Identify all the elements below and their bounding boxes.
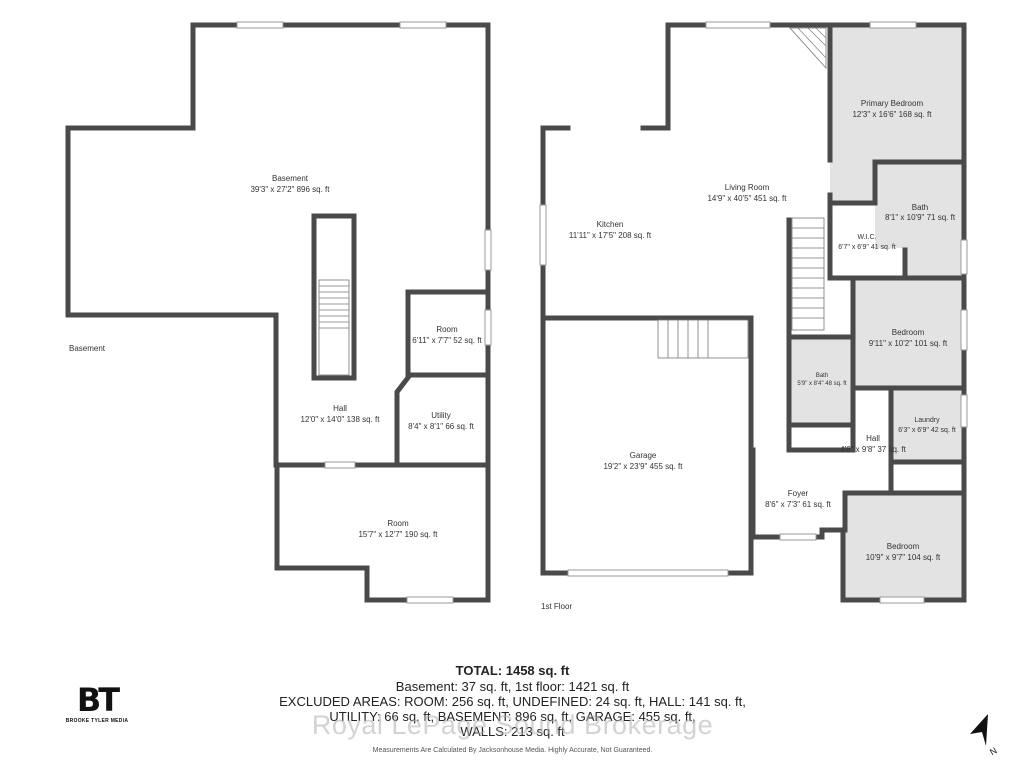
walls-area: WALLS: 213 sq. ft (460, 724, 565, 739)
room-dims: 11'11" x 17'5" 208 sq. ft (569, 231, 652, 240)
basement-walls (65, 22, 491, 603)
watermark: Royal LePage Sound Brokerage (311, 710, 714, 740)
bath-lower-fill (791, 337, 851, 424)
room-dims: 12'0" x 14'0" 138 sq. ft (300, 415, 380, 424)
shaded-rooms (791, 26, 965, 600)
bath-wall (827, 159, 965, 206)
room-name: Utility (431, 411, 451, 420)
room-dims: 10'9" x 9'7" 104 sq. ft (866, 553, 941, 562)
first-floor-windows (539, 21, 968, 604)
room-name: Bedroom (892, 328, 925, 337)
room-dims: 4'6" x 9'8" 37 sq. ft (840, 445, 906, 454)
room-name: Room (387, 519, 409, 528)
room-dims: 8'6" x 7'3" 61 sq. ft (765, 500, 831, 509)
basement-hall-wall (273, 312, 491, 468)
brand-logo: BT BROOKE TYLER MEDIA (62, 682, 132, 724)
room-name: Living Room (725, 183, 770, 192)
room-name: W.I.C. (857, 234, 876, 241)
laundry-fill (892, 390, 962, 461)
room-dims: 14'9" x 40'5" 451 sq. ft (707, 194, 787, 203)
primary-bedroom-fill (830, 26, 964, 203)
wic-wall (827, 200, 965, 281)
bedroom-middle-fill (853, 280, 963, 388)
room-dims: 6'3" x 6'9" 42 sq. ft (898, 427, 956, 434)
room-name: Bath (912, 203, 928, 212)
compass: N (962, 712, 1002, 763)
first-floor-level-label: 1st Floor (541, 602, 572, 611)
room-dims: 39'3" x 27'2" 896 sq. ft (250, 185, 330, 194)
room-dims: 19'2" x 23'9" 455 sq. ft (603, 462, 683, 471)
basement-stair-well (311, 213, 357, 381)
room-dims: 8'1" x 10'9" 71 sq. ft (885, 213, 956, 222)
room-dims: 6'7" x 6'9" 41 sq. ft (838, 244, 896, 251)
room-name: Bedroom (887, 542, 920, 551)
room-dims: 12'3" x 16'6" 168 sq. ft (852, 110, 932, 119)
hall-lower-wall (888, 459, 965, 496)
disclaimer: Measurements Are Calculated By Jacksonho… (372, 747, 653, 754)
room-name: Room (436, 325, 458, 334)
logo-text: BROOKE TYLER MEDIA (65, 718, 129, 724)
excluded-areas-2: UTILITY: 66 sq. ft, BASEMENT: 896 sq. ft… (329, 709, 696, 724)
basement-level-label: Basement (69, 344, 106, 353)
room-name: Foyer (788, 489, 809, 498)
first-floor-stairs (657, 27, 827, 359)
room-name: Garage (630, 451, 657, 460)
first-floor-outer-wall (540, 125, 571, 321)
basement-windows (236, 21, 492, 604)
garage-wall (540, 315, 571, 576)
room-name: Laundry (914, 417, 940, 424)
room-dims: 8'4" x 8'1" 66 sq. ft (408, 422, 474, 431)
level-areas: Basement: 37 sq. ft, 1st floor: 1421 sq.… (395, 679, 630, 694)
room-dims: 5'9" x 8'4" 48 sq. ft (797, 381, 847, 387)
room-name: Bath (816, 373, 828, 379)
basement-labels: Basement Basement 39'3" x 27'2" 896 sq. … (69, 174, 483, 539)
basement-utility-wall (394, 372, 489, 465)
total-area: TOTAL: 1458 sq. ft (455, 663, 570, 678)
room-name: Primary Bedroom (861, 99, 924, 108)
room-name: Kitchen (597, 220, 624, 229)
room-name: Hall (333, 404, 347, 413)
compass-label: N (988, 745, 999, 757)
excluded-areas-1: EXCLUDED AREAS: ROOM: 256 sq. ft, UNDEFI… (279, 694, 746, 709)
bath-upper-fill (875, 162, 962, 277)
garage-wall-right (540, 315, 754, 576)
room-name: Hall (866, 434, 880, 443)
logo-mark: BT (76, 681, 120, 719)
room-name: Basement (272, 174, 309, 183)
basement-stairs (318, 279, 350, 376)
basement-outer-wall (65, 22, 491, 603)
bedroom-lower-fill (845, 494, 965, 600)
room-dims: 6'11" x 7'7" 52 sq. ft (412, 336, 482, 345)
room-dims: 9'11" x 10'2" 101 sq. ft (869, 339, 948, 348)
basement-room-wall (405, 289, 489, 378)
first-floor-labels: 1st Floor Primary Bedroom 12'3" x 16'6" … (541, 99, 956, 611)
north-arrow-icon: N (970, 714, 999, 757)
room-dims: 15'7" x 12'7" 190 sq. ft (358, 530, 438, 539)
